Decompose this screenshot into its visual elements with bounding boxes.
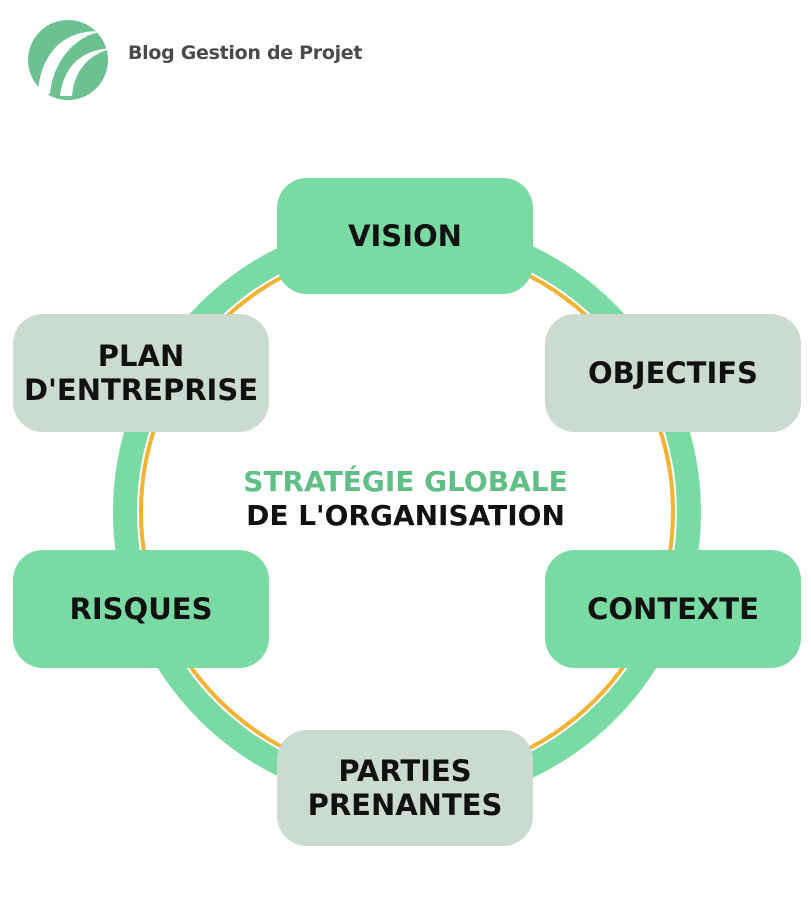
node-risques-label: RISQUES bbox=[69, 592, 213, 626]
node-plan-entreprise-line-2: D'ENTREPRISE bbox=[23, 373, 259, 407]
brand-name: Blog Gestion de Projet bbox=[128, 42, 363, 64]
node-parties-prenantes-line-2: PRENANTES bbox=[307, 788, 503, 822]
brand-logo-icon bbox=[28, 20, 116, 100]
center-title-line-2: DE L'ORGANISATION bbox=[246, 499, 565, 532]
node-parties-prenantes: PARTIES PRENANTES bbox=[277, 730, 533, 846]
node-objectifs: OBJECTIFS bbox=[545, 314, 801, 432]
node-vision: VISION bbox=[277, 178, 533, 294]
node-risques: RISQUES bbox=[13, 550, 269, 668]
center-title: STRATÉGIE GLOBALE DE L'ORGANISATION bbox=[200, 465, 611, 533]
node-vision-label: VISION bbox=[348, 219, 462, 253]
node-contexte: CONTEXTE bbox=[545, 550, 801, 668]
node-plan-entreprise: PLAN D'ENTREPRISE bbox=[13, 314, 269, 432]
node-parties-prenantes-line-1: PARTIES bbox=[338, 754, 472, 788]
node-plan-entreprise-line-1: PLAN bbox=[97, 339, 185, 373]
center-title-line-1: STRATÉGIE GLOBALE bbox=[243, 465, 568, 498]
node-objectifs-label: OBJECTIFS bbox=[588, 356, 758, 390]
node-contexte-label: CONTEXTE bbox=[587, 592, 759, 626]
